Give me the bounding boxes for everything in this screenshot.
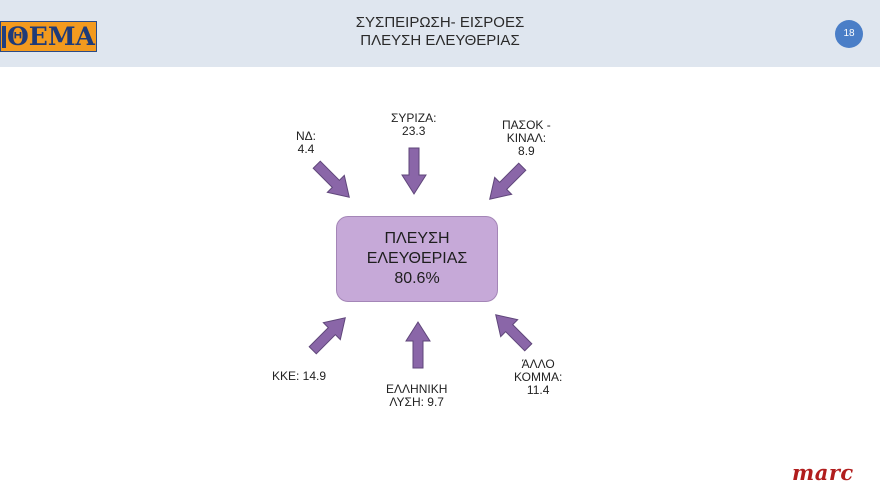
arrow-allo: [495, 314, 533, 352]
label-syriza-name: ΣΥΡΙΖΑ:: [391, 111, 437, 125]
page-title: ΣΥΣΠΕΙΡΩΣΗ- ΕΙΣΡΟΕΣ ΠΛΕΥΣΗ ΕΛΕΥΘΕΡΙΑΣ: [240, 14, 640, 50]
arrow-nd: [312, 160, 350, 198]
logo-text: ΘΕΜΑ: [7, 22, 95, 51]
label-kke: ΚΚΕ: 14.9: [272, 370, 326, 383]
label-elliniki-value: ΛΥΣΗ: 9.7: [389, 395, 444, 409]
label-nd-value: 4.4: [297, 142, 315, 156]
page-number-badge: 18: [835, 20, 863, 48]
label-allo-name-1: ΆΛΛΟ: [521, 357, 555, 371]
label-allo: ΆΛΛΟ ΚΟΜΜΑ: 11.4: [514, 358, 562, 397]
center-line-1: ΠΛΕΥΣΗ: [384, 230, 450, 247]
title-line-2: ΠΛΕΥΣΗ ΕΛΕΥΘΕΡΙΑΣ: [360, 32, 520, 49]
center-party-box: ΠΛΕΥΣΗ ΕΛΕΥΘΕΡΙΑΣ 80.6%: [336, 216, 498, 302]
label-pasok-name-1: ΠΑΣΟΚ -: [502, 118, 551, 132]
center-value: 80.6%: [394, 270, 440, 287]
center-line-2: ΕΛΕΥΘΕΡΙΑΣ: [366, 250, 468, 267]
arrow-pasok: [489, 162, 527, 200]
arrow-syriza: [401, 147, 427, 195]
label-syriza: ΣΥΡΙΖΑ: 23.3: [391, 112, 436, 138]
label-syriza-value: 23.3: [402, 124, 426, 138]
label-nd: ΝΔ: 4.4: [296, 130, 316, 156]
label-pasok: ΠΑΣΟΚ - ΚΙΝΑΛ: 8.9: [502, 119, 551, 158]
arrow-kke: [308, 317, 346, 355]
label-elliniki-name: ΕΛΛΗΝΙΚΗ: [386, 382, 448, 396]
label-allo-value: 11.4: [526, 383, 550, 397]
header-bar: ΘΕΜΑ ΣΥΣΠΕΙΡΩΣΗ- ΕΙΣΡΟΕΣ ΠΛΕΥΣΗ ΕΛΕΥΘΕΡΙ…: [0, 0, 880, 67]
logo: ΘΕΜΑ: [0, 21, 97, 52]
label-elliniki: ΕΛΛΗΝΙΚΗ ΛΥΣΗ: 9.7: [386, 383, 447, 409]
logo-side-strip: [2, 26, 6, 48]
arrow-elliniki: [405, 321, 431, 369]
label-allo-name-2: ΚΟΜΜΑ:: [514, 370, 563, 384]
brand-logo-marc: marc: [792, 460, 854, 485]
label-kke-text: ΚΚΕ: 14.9: [272, 369, 327, 383]
label-pasok-name-2: ΚΙΝΑΛ:: [506, 131, 547, 145]
title-line-1: ΣΥΣΠΕΙΡΩΣΗ- ΕΙΣΡΟΕΣ: [355, 14, 525, 31]
label-nd-name: ΝΔ:: [296, 129, 317, 143]
label-pasok-value: 8.9: [518, 144, 535, 158]
